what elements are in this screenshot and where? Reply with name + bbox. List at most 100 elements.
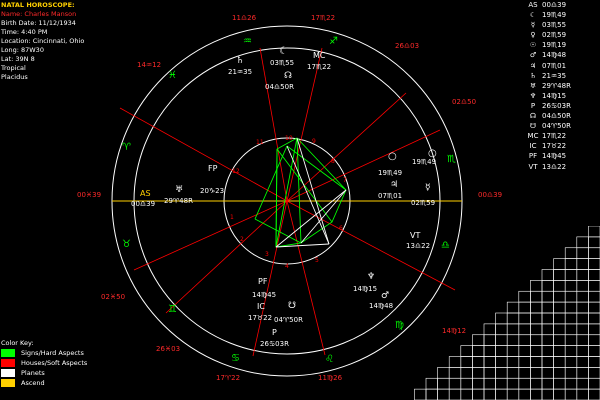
aspect-grid-cell xyxy=(553,301,566,314)
aspect-grid-cell xyxy=(564,247,578,259)
position-value: 07♏01 xyxy=(542,61,567,70)
jupiter-glyph-icon: ♃ xyxy=(390,180,399,190)
aspect-grid-cell xyxy=(553,377,566,390)
aspect-grid-cell xyxy=(576,367,589,379)
svg-text:♓︎: ♓︎ xyxy=(168,70,177,81)
position-glyph: PF xyxy=(528,152,538,161)
north-node-position: 04♎50R xyxy=(265,83,294,91)
aspect-grid-cell xyxy=(506,345,520,357)
aspect-grid-cell xyxy=(588,312,600,325)
position-row: ♅29♈︎48R xyxy=(524,81,600,91)
position-glyph: ♅ xyxy=(529,81,537,90)
mars-glyph-icon: ♂ xyxy=(381,291,390,301)
position-value: 21♒︎35 xyxy=(542,71,567,80)
zodiac-type: Tropical xyxy=(1,64,26,72)
position-glyph: VT xyxy=(528,162,538,171)
aspect-grid-cell xyxy=(518,367,531,379)
aspect-grid-cell xyxy=(553,280,566,292)
aspect-grid-cell xyxy=(437,377,450,390)
aspect-grid-cell xyxy=(588,345,600,357)
as-label: AS xyxy=(140,189,151,198)
svg-text:♍︎: ♍︎ xyxy=(395,320,404,331)
jupiter-position: 07♏01 xyxy=(378,192,403,200)
svg-text:12: 12 xyxy=(232,168,240,175)
aspect-grid-cell xyxy=(588,388,600,400)
svg-text:♊︎: ♊︎ xyxy=(168,304,177,315)
aspect-grid-cell xyxy=(518,356,531,368)
color-key-item: Planets xyxy=(1,368,87,378)
pluto-position: 26♋03R xyxy=(260,340,289,348)
horoscope-info: NATAL HOROSCOPE: Name: Charles Manson Bi… xyxy=(1,1,84,82)
position-glyph: AS xyxy=(528,1,538,9)
aspect-grid-cell xyxy=(553,269,566,281)
svg-text:8: 8 xyxy=(331,158,335,165)
aspect-grid-cell xyxy=(530,323,543,336)
birth-date: Birth Date: 11/12/1934 xyxy=(1,19,76,27)
venus-position: 19♏49 xyxy=(378,169,403,177)
aspect-grid-cell xyxy=(588,236,600,249)
position-value: 17♏22 xyxy=(542,132,567,141)
aspect-grid-cell xyxy=(588,247,600,259)
color-swatch xyxy=(1,349,15,357)
aspect-grid-cell xyxy=(518,323,531,336)
position-value: 13♎22 xyxy=(542,162,567,171)
cusp-label-lower-left: 26♓︎03 xyxy=(156,345,181,353)
aspect-grid-cell xyxy=(472,388,485,400)
aspect-grid-cell xyxy=(506,377,520,390)
color-key: Color Key: Signs/Hard Aspects Houses/Sof… xyxy=(1,338,87,388)
aspect-grid-cell xyxy=(564,367,578,379)
aspect-grid-cell xyxy=(541,345,554,357)
aspect-grid-cell xyxy=(506,301,520,314)
position-glyph: ☾ xyxy=(529,11,537,20)
cusp-label-top-right: 17♏22 xyxy=(311,14,336,22)
aspect-grid-cell xyxy=(530,356,543,368)
position-value: 00♎39 xyxy=(542,1,567,9)
aspect-grid-cell xyxy=(553,323,566,336)
position-row: IC 17♉︎22 xyxy=(524,141,600,151)
aspect-grid-cell xyxy=(576,377,589,390)
position-glyph: IC xyxy=(529,142,537,151)
aspect-grid-cell xyxy=(506,323,520,336)
svg-text:3: 3 xyxy=(265,251,269,258)
svg-text:♈︎: ♈︎ xyxy=(122,142,131,153)
aspect-grid-cell xyxy=(530,345,543,357)
sun-glyph-icon: ○ xyxy=(428,148,437,159)
aspect-grid-cell xyxy=(541,312,554,325)
aspect-grid-cell xyxy=(495,377,508,390)
uranus-glyph-icon: ♅ xyxy=(175,185,184,195)
aspect-grid-cell xyxy=(460,388,473,400)
aspect-grid-cell xyxy=(506,388,520,400)
position-value: 17♉︎22 xyxy=(542,142,567,151)
cusp-label-lower-right: 14♍12 xyxy=(442,327,467,335)
aspect-grid-cell xyxy=(541,356,554,368)
aspect-grid-cell xyxy=(541,377,554,390)
aspect-grid-cell xyxy=(576,301,589,314)
aspect-grid-cell xyxy=(564,323,578,336)
cusp-label-bottom-right: 11♍26 xyxy=(318,374,343,382)
aspect-grid-cell xyxy=(483,356,496,368)
position-glyph: ☉ xyxy=(529,41,537,50)
saturn-glyph-icon: ♄ xyxy=(236,56,245,66)
aspect-grid-cell xyxy=(588,323,600,336)
color-key-title: Color Key: xyxy=(1,339,34,347)
cusp-label-upper-right: 26♎03 xyxy=(395,42,420,50)
svg-text:♉︎: ♉︎ xyxy=(122,239,131,250)
svg-text:7: 7 xyxy=(343,177,347,184)
aspect-grid-cell xyxy=(472,356,485,368)
position-glyph: ♄ xyxy=(529,71,537,80)
position-row: ☾19♏49 xyxy=(524,10,600,20)
aspect-grid-cell xyxy=(564,345,578,357)
aspect-grid-cell xyxy=(588,269,600,281)
aspect-grid-cell xyxy=(576,290,589,303)
aspect-grid-cell xyxy=(541,388,554,400)
svg-text:6: 6 xyxy=(339,225,343,232)
aspect-lines-green xyxy=(254,137,347,248)
aspect-grid-cell xyxy=(553,345,566,357)
aspect-grid-cell xyxy=(564,312,578,325)
position-row: ☋04♈︎50R xyxy=(524,121,600,131)
aspect-grid-cell xyxy=(541,280,554,292)
fp-label: FP xyxy=(208,164,218,173)
aspect-grid-cell xyxy=(576,236,589,249)
